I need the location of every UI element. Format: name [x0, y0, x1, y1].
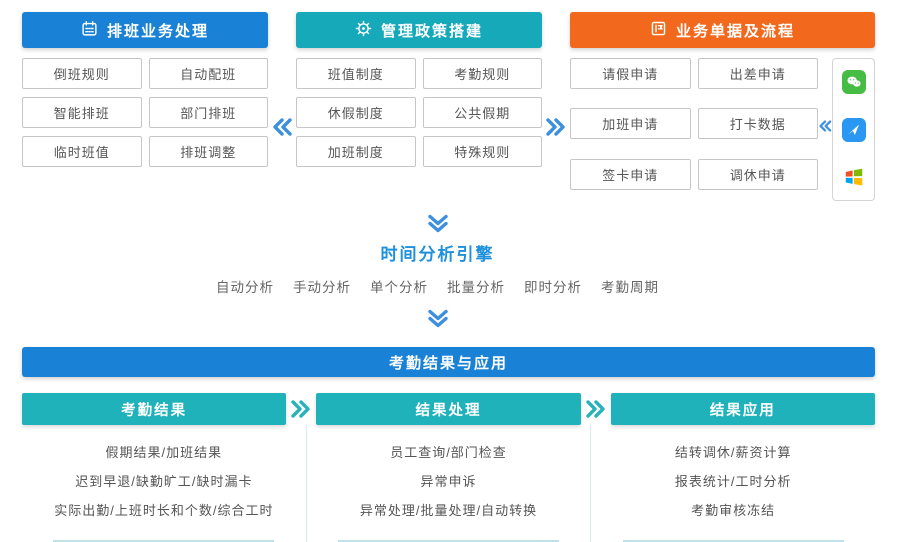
chevron-left-icon: [818, 58, 832, 201]
feature-box: 调休申请: [697, 158, 818, 190]
chevron-down-icon: [425, 214, 451, 233]
engine-mode: 单个分析: [370, 280, 428, 295]
chevron-right-icon: [581, 399, 611, 419]
policy-header: 管理政策搭建: [296, 12, 542, 48]
feature-box: 部门排班: [148, 97, 268, 128]
list-item: 异常申诉: [420, 474, 477, 489]
policy-grid: 班值制度 考勤规则 休假制度 公共假期 加班制度 特殊规则: [296, 58, 542, 167]
feature-box: 打卡数据: [697, 108, 818, 140]
list-item: 考勤审核冻结: [691, 503, 776, 518]
list-item: 异常处理/批量处理/自动转换: [359, 503, 538, 518]
policy-title: 管理政策搭建: [380, 22, 483, 40]
shift-business-title: 排班业务处理: [106, 22, 209, 40]
feature-box: 临时班值: [22, 136, 142, 167]
result-application-list: 结转调休/薪资计算 报表统计/工时分析 考勤审核冻结: [591, 425, 875, 542]
engine-mode: 手动分析: [293, 280, 351, 295]
feature-box: 自动配班: [148, 58, 268, 89]
result-processing-title: 结果处理: [415, 402, 482, 419]
feature-box: 公共假期: [422, 97, 542, 128]
chevron-down-icon: [425, 309, 451, 328]
results-bar-title: 考勤结果与应用: [388, 354, 508, 372]
top-section: 排班业务处理 倒班规则 自动配班 智能排班 部门排班 临时班值 排班调整: [0, 0, 901, 201]
wechat-icon: [841, 70, 866, 94]
app-channel-panel: [832, 58, 875, 201]
feature-box: 特殊规则: [422, 136, 542, 167]
windows-icon: [842, 165, 866, 189]
feature-box: 请假申请: [570, 58, 691, 89]
column-documents: 业务单据及流程 请假申请 出差申请 加班申请 打卡数据 签卡申请 调休申请: [570, 12, 875, 201]
feature-box: 签卡申请: [570, 158, 691, 190]
column-shift-business: 排班业务处理 倒班规则 自动配班 智能排班 部门排班 临时班值 排班调整: [22, 12, 268, 201]
form-icon: [650, 20, 667, 41]
engine-mode: 考勤周期: [601, 280, 659, 295]
documents-row: 请假申请 出差申请 加班申请 打卡数据 签卡申请 调休申请: [570, 58, 875, 201]
feature-box: 出差申请: [697, 58, 818, 89]
chevron-right-icon: [286, 399, 316, 419]
documents-header: 业务单据及流程: [570, 12, 875, 48]
feature-box: 班值制度: [296, 58, 416, 89]
shift-business-header: 排班业务处理: [22, 12, 268, 48]
chevron-right-icon: [542, 12, 570, 201]
feature-box: 考勤规则: [422, 58, 542, 89]
result-application-header: 结果应用: [610, 393, 875, 425]
shift-business-grid: 倒班规则 自动配班 智能排班 部门排班 临时班值 排班调整: [22, 58, 268, 167]
calendar-icon: [81, 20, 98, 41]
feature-box: 休假制度: [296, 97, 416, 128]
engine-title: 时间分析引擎: [380, 245, 495, 264]
feature-box: 倒班规则: [22, 58, 142, 89]
list-item: 结转调休/薪资计算: [674, 445, 792, 460]
results-lists: 假期结果/加班结果 迟到早退/缺勤旷工/缺时漏卡 实际出勤/上班时长和个数/综合…: [22, 425, 875, 542]
engine-modes: 自动分析 手动分析 单个分析 批量分析 即时分析 考勤周期: [216, 276, 659, 296]
result-processing-header: 结果处理: [316, 393, 581, 425]
list-item: 报表统计/工时分析: [674, 474, 792, 489]
results-subheaders: 考勤结果 结果处理 结果应用: [22, 393, 875, 425]
chevron-left-icon: [268, 12, 296, 201]
feature-box: 排班调整: [148, 136, 268, 167]
engine-mode: 即时分析: [524, 280, 582, 295]
attendance-results-list: 假期结果/加班结果 迟到早退/缺勤旷工/缺时漏卡 实际出勤/上班时长和个数/综合…: [22, 425, 306, 542]
feature-box: 加班制度: [296, 136, 416, 167]
result-application-title: 结果应用: [709, 402, 776, 419]
engine-mode: 自动分析: [216, 280, 274, 295]
list-item: 假期结果/加班结果: [105, 445, 223, 460]
list-item: 实际出勤/上班时长和个数/综合工时: [54, 503, 274, 518]
engine-section: 时间分析引擎 自动分析 手动分析 单个分析 批量分析 即时分析 考勤周期: [0, 201, 875, 328]
result-processing-list: 员工查询/部门检查 异常申诉 异常处理/批量处理/自动转换: [305, 425, 592, 542]
results-bar: 考勤结果与应用: [22, 347, 875, 377]
documents-title: 业务单据及流程: [675, 22, 795, 40]
documents-grid: 请假申请 出差申请 加班申请 打卡数据 签卡申请 调休申请: [570, 58, 818, 201]
send-icon: [841, 117, 866, 142]
attendance-results-title: 考勤结果: [121, 402, 188, 419]
column-policy: 管理政策搭建 班值制度 考勤规则 休假制度 公共假期 加班制度 特殊规则: [296, 12, 542, 201]
list-item: 员工查询/部门检查: [390, 445, 507, 460]
engine-mode: 批量分析: [447, 280, 505, 295]
gear-icon: [355, 20, 372, 41]
feature-box: 智能排班: [22, 97, 142, 128]
feature-box: 加班申请: [570, 108, 691, 140]
list-item: 迟到早退/缺勤旷工/缺时漏卡: [75, 474, 253, 489]
attendance-results-header: 考勤结果: [22, 393, 287, 425]
